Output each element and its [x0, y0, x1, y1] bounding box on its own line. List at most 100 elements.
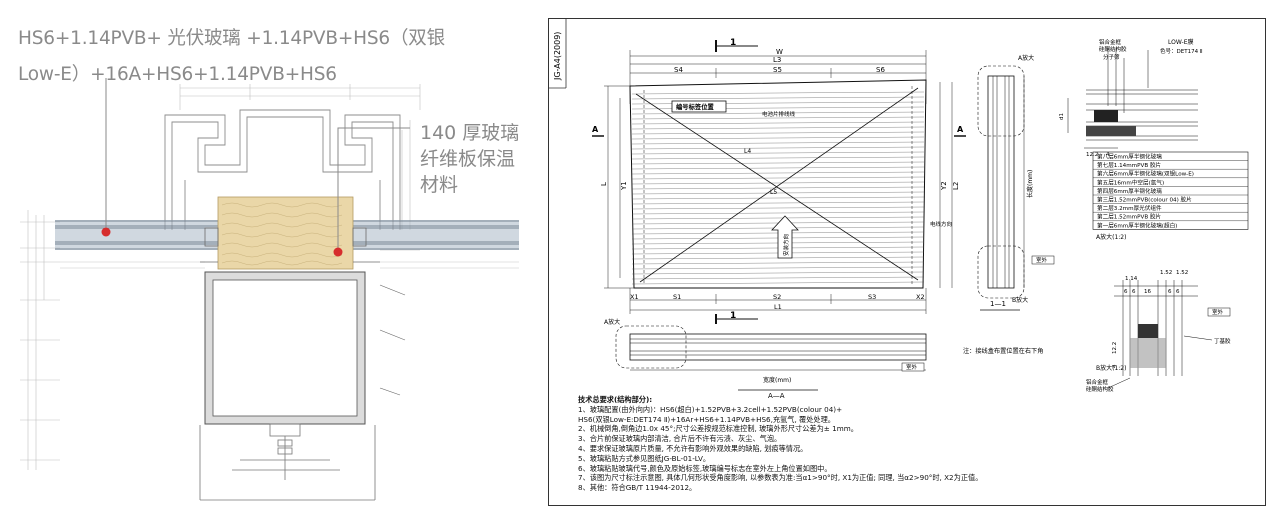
cell-string-line	[631, 166, 925, 170]
left-dimension-lines	[20, 84, 421, 470]
section-1-1-title: 1—1	[990, 300, 1006, 308]
cell-string-line	[631, 161, 925, 165]
outdoor-label-AA: 室外	[906, 363, 918, 371]
curtain-wall-section-drawing	[20, 78, 519, 501]
detail-B-dim-6b: 6	[1132, 289, 1136, 295]
svg-text:A: A	[592, 125, 599, 134]
detail-A-sealant: 硅酮结构胶	[1099, 45, 1127, 53]
drawing-code: JG-A4(2009)	[553, 32, 562, 81]
layer-table-row: 第二层3.2mm厚光伏组件	[1097, 204, 1162, 212]
layer-table-row: 第四层6mm厚半钢化玻璃	[1097, 187, 1162, 195]
small-leaders	[379, 284, 406, 396]
detail-A-lowe-color: 色号：DET174 Ⅱ	[1160, 47, 1203, 55]
direction-label: 电线方向	[930, 220, 952, 228]
section-A-A-title: A—A	[768, 392, 785, 400]
note-line: 3、合片前保证玻璃内部清洁, 合片后不许有污渍、灰尘、气泡。	[578, 434, 782, 444]
dim-S6: S6	[876, 66, 885, 74]
label-position-box	[671, 100, 727, 113]
glass-panel-drawing: JG-A4(2009) 1 W L3 S4 S5 S6 编号标签位置 电池片排线…	[548, 18, 1249, 400]
dim-L5: L5	[770, 189, 777, 196]
layer-table-row: 第二层1.52mmPVB 胶片	[1097, 213, 1162, 221]
height-mm-label: 长度(mm)	[1026, 170, 1034, 198]
detail-A-dim-4: 4	[1106, 152, 1110, 158]
detail-A-dim-d1: d1	[1059, 113, 1065, 120]
detail-A-lowe-film: LOW-E膜	[1168, 38, 1194, 46]
cell-string-line	[631, 176, 925, 180]
glass-config-marker	[101, 227, 111, 237]
cell-string-line	[631, 96, 925, 100]
layer-table-row: 第五层16mm中空层(氩气)	[1097, 178, 1164, 186]
cell-string-line	[631, 266, 925, 270]
detail-A-dim-12-2: 12.2	[1086, 152, 1098, 158]
dim-L1: L1	[774, 303, 782, 311]
insulation-label-line1: 140 厚玻璃	[420, 122, 520, 144]
outdoor-label-B: 室外	[1212, 308, 1224, 316]
layer-table-row: 第七层1.14mmPVB 胶片	[1097, 161, 1162, 169]
glass-fiber-insulation-block	[217, 196, 354, 270]
detail-B-silicone: 硅酮结构胶	[1086, 385, 1114, 393]
layer-table-row: 第三层1.52mmPVB(colour 04) 胶片	[1097, 196, 1192, 204]
dim-Y1: Y1	[620, 181, 628, 191]
section-mark-bottom: 1	[715, 311, 758, 324]
cell-string-line	[631, 191, 925, 195]
svg-text:A: A	[957, 125, 964, 134]
note-line: 2、机械倒角,倒角边1.0x 45°;尺寸公差按规范标准控制, 玻璃外形尺寸公差…	[578, 424, 858, 434]
glass-config-title-line1: HS6+1.14PVB+ 光伏玻璃 +1.14PVB+HS6（双银	[18, 28, 445, 49]
dim-L3: L3	[773, 56, 781, 64]
detail-A-sieve: 分子筛	[1103, 53, 1120, 61]
detail-A-drawing	[1067, 48, 1198, 149]
width-mm-label: 宽度(mm)	[763, 376, 791, 384]
cell-string-line	[631, 91, 925, 95]
cell-string-line	[631, 261, 925, 265]
callout-leaders	[101, 78, 410, 257]
detail-B-dim-6a: 6	[1124, 289, 1128, 295]
glass-clamps	[200, 227, 380, 263]
detail-A-callout: A放大	[604, 318, 620, 326]
cell-string-line	[631, 206, 925, 210]
install-arrow: 安装方向	[771, 215, 799, 259]
note-line: 1、玻璃配置(由外向内)：HS6(超白)+1.52PVB+3.2cell+1.5…	[578, 404, 843, 414]
notes-heading: 技术总要求(结构部分):	[578, 395, 653, 404]
note-line: 4、要求保证玻璃原片质量, 不允许有影响外观效果的缺陷, 划痕等情况。	[578, 444, 808, 453]
dim-S4: S4	[674, 66, 683, 74]
dim-Y2: Y2	[940, 181, 948, 191]
dim-L4: L4	[744, 148, 751, 155]
dim-L: L	[600, 182, 608, 186]
svg-text:1: 1	[730, 311, 736, 321]
svg-text:安装方向: 安装方向	[782, 234, 790, 256]
section-A-right: A	[954, 125, 966, 137]
detail-B-al-frame: 铝合金框	[1086, 378, 1109, 386]
cell-string-line	[631, 201, 925, 205]
detail-B-dim-4: 4	[1112, 364, 1118, 368]
dim-S5: S5	[773, 66, 782, 74]
detail-A-al-frame: 铝合金框	[1099, 38, 1122, 46]
detail-B-dim-6d: 6	[1176, 289, 1180, 295]
layer-table-row: 第六层6mm厚半钢化玻璃(双银Low-E)	[1097, 170, 1194, 178]
cell-string-line	[631, 276, 925, 280]
left-panel-hatch	[60, 261, 519, 269]
detail-A-callout-2: A放大	[1018, 54, 1034, 62]
layer-table-frame	[1092, 151, 1249, 230]
section-A-A	[615, 325, 927, 391]
insulation-marker	[333, 247, 343, 257]
detail-B-drawing	[1107, 280, 1213, 389]
detail-B-dim-1-52b: 1.52	[1176, 270, 1188, 276]
cell-string-line	[631, 136, 925, 140]
cell-string-line	[631, 126, 925, 130]
layer-table-row: 第八层6mm厚半钢化玻璃	[1097, 153, 1162, 161]
svg-text:1: 1	[730, 38, 736, 48]
detail-B-dim-1-14: 1.14	[1125, 276, 1138, 282]
insulation-label-line3: 材料	[420, 174, 459, 196]
bottom-bracket	[199, 423, 376, 501]
dim-L2: L2	[952, 182, 960, 190]
cell-string-line	[631, 216, 925, 220]
layer-table-row: 第一层6mm厚半钢化玻璃(超白)	[1097, 221, 1177, 229]
cell-string-line	[631, 141, 925, 145]
dim-S3: S3	[868, 293, 876, 301]
label-position-text: 编号标签位置	[676, 102, 714, 111]
wire-label: 电池片排线线	[762, 110, 796, 118]
detail-B-dim-12-2: 12.2	[1112, 342, 1118, 354]
cell-string-line	[631, 196, 925, 200]
cell-string-line	[631, 151, 925, 155]
